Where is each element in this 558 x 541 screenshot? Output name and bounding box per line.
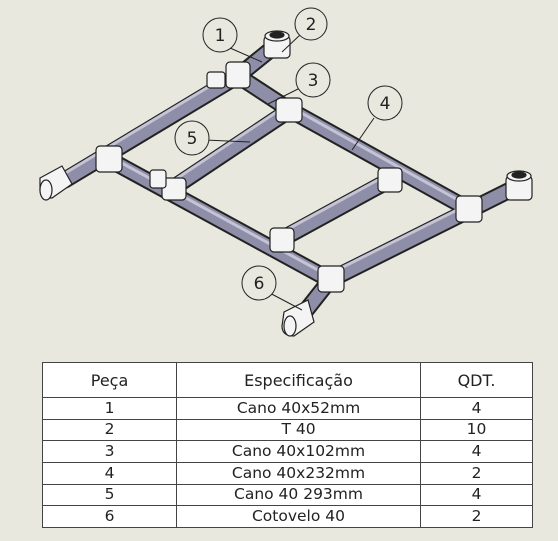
table-row: 4 Cano 40x232mm 2 bbox=[42, 461, 533, 485]
part-number-cell: 5 bbox=[42, 483, 177, 507]
quantity-cell: 4 bbox=[420, 483, 533, 507]
svg-text:6: 6 bbox=[254, 274, 265, 294]
specification-cell: Cano 40x52mm bbox=[176, 397, 421, 420]
callout-2: 2 bbox=[294, 7, 328, 41]
quantity-cell: 4 bbox=[420, 440, 533, 463]
column-header-part: Peça bbox=[42, 362, 177, 398]
pipe-frame bbox=[56, 33, 529, 327]
part-number-cell: 1 bbox=[42, 397, 177, 420]
quantity-cell: 2 bbox=[420, 461, 533, 485]
callout-balloons: 1 2 3 4 5 6 bbox=[174, 7, 403, 301]
quantity-cell: 10 bbox=[420, 418, 533, 442]
table-row: 5 Cano 40 293mm 4 bbox=[42, 483, 533, 507]
svg-text:1: 1 bbox=[215, 26, 226, 46]
callout-1: 1 bbox=[202, 17, 238, 53]
bill-of-materials-table: Peça Especificação QDT. 1 Cano 40x52mm 4… bbox=[42, 362, 533, 528]
svg-text:4: 4 bbox=[380, 94, 391, 114]
part-number-cell: 2 bbox=[42, 418, 177, 442]
table-row: 6 Cotovelo 40 2 bbox=[42, 505, 533, 528]
quantity-cell: 4 bbox=[420, 397, 533, 420]
tee-top-openings bbox=[263, 30, 533, 201]
elbow-fitting bbox=[39, 165, 315, 337]
specification-cell: Cano 40x102mm bbox=[176, 440, 421, 463]
part-number-cell: 6 bbox=[42, 505, 177, 528]
callout-6: 6 bbox=[241, 265, 277, 301]
part-number-cell: 4 bbox=[42, 461, 177, 485]
table-header-row: Peça Especificação QDT. bbox=[42, 362, 533, 398]
callout-5: 5 bbox=[174, 120, 210, 156]
table-row: 1 Cano 40x52mm 4 bbox=[42, 397, 533, 420]
tee-fitting bbox=[95, 61, 483, 293]
table-row: 3 Cano 40x102mm 4 bbox=[42, 440, 533, 463]
fittings bbox=[39, 30, 533, 337]
assembly-3d-view[interactable]: 1 2 3 4 5 6 bbox=[0, 0, 558, 350]
svg-text:2: 2 bbox=[306, 15, 317, 35]
svg-text:3: 3 bbox=[308, 71, 319, 91]
column-header-quantity: QDT. bbox=[420, 362, 533, 398]
callout-4: 4 bbox=[367, 85, 403, 121]
specification-cell: Cotovelo 40 bbox=[176, 505, 421, 528]
callout-3: 3 bbox=[295, 62, 331, 98]
quantity-cell: 2 bbox=[420, 505, 533, 528]
specification-cell: Cano 40 293mm bbox=[176, 483, 421, 507]
svg-text:5: 5 bbox=[187, 129, 198, 149]
specification-cell: Cano 40x232mm bbox=[176, 461, 421, 485]
table-row: 2 T 40 10 bbox=[42, 418, 533, 442]
part-number-cell: 3 bbox=[42, 440, 177, 463]
column-header-specification: Especificação bbox=[176, 362, 421, 398]
specification-cell: T 40 bbox=[176, 418, 421, 442]
